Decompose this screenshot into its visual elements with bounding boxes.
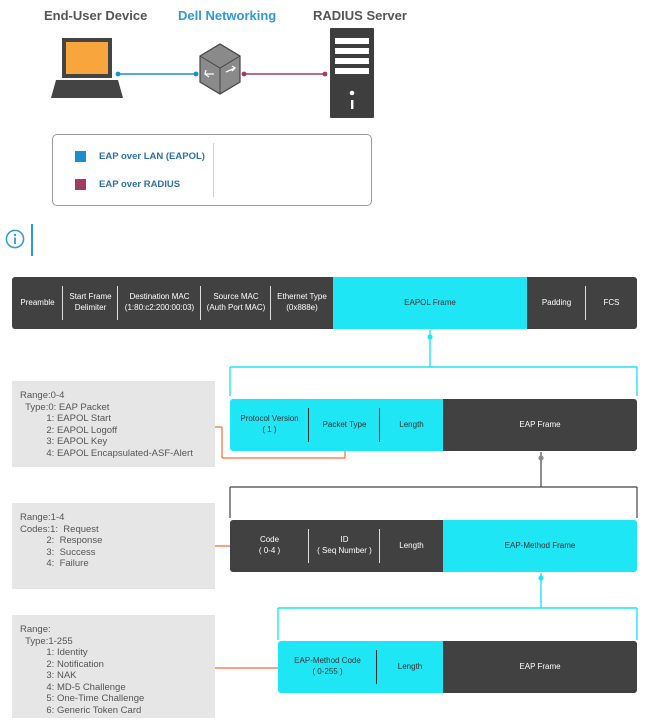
frame-field-padding: Padding: [527, 277, 586, 329]
eapol-swatch: [75, 151, 86, 162]
eap-id: ID ( Seq Number ): [309, 520, 380, 572]
legend-box: [52, 134, 372, 206]
eapol-packet-type: Packet Type: [309, 399, 380, 451]
packet-type-range-note: Range:0-4 Type:0: EAP Packet 1: EAPOL St…: [12, 381, 215, 467]
legend-eapol-label: EAP over LAN (EAPOL): [99, 151, 205, 162]
eap-method-frame: EAP-Method Frame: [443, 520, 637, 572]
eapol-length: Length: [380, 399, 443, 451]
radius-link-end: [241, 71, 247, 77]
dell-networking-label: Dell Networking: [178, 8, 277, 23]
eap-method-code: EAP-Method Code ( 0-255 ): [278, 641, 377, 693]
eap-method-length: Length: [377, 641, 443, 693]
ethernet-frame-bar: Preamble Start Frame Delimiter Destinati…: [12, 277, 637, 329]
frame-field-ethertype: Ethernet Type (0x888e): [271, 277, 333, 329]
server-icon: [330, 28, 374, 118]
eap-method-bar: EAP-Method Code ( 0-255 ) Length EAP Fra…: [278, 641, 637, 693]
info-icon[interactable]: [5, 229, 25, 249]
eap-code: Code ( 0-4 ): [230, 520, 309, 572]
frame-field-src-mac: Source MAC (Auth Port MAC): [201, 277, 271, 329]
eapol-frame-bar: Protocol Version ( 1 ) Packet Type Lengt…: [230, 399, 637, 451]
eapol-protocol-version: Protocol Version ( 1 ): [230, 399, 309, 451]
frame-field-sfd: Start Frame Delimiter: [63, 277, 118, 329]
frame-field-preamble: Preamble: [12, 277, 63, 329]
eapol-link-end: [193, 71, 199, 77]
frame-field-dest-mac: Destination MAC (1:80:c2:200:00:03): [118, 277, 201, 329]
legend-radius-label: EAP over RADIUS: [99, 179, 181, 190]
eap-length: Length: [380, 520, 443, 572]
radius-link-end: [322, 71, 328, 77]
eapol-link-end: [115, 71, 121, 77]
topology-diagram: [51, 28, 374, 118]
radius-server-label: RADIUS Server: [313, 8, 407, 23]
switch-icon: [199, 43, 241, 95]
eap-method-eap-frame: EAP Frame: [443, 641, 637, 693]
radius-swatch: [75, 179, 86, 190]
legend-divider: [213, 143, 214, 197]
info-divider: [31, 224, 33, 256]
code-range-note: Range:1-4 Codes:1: Request 2: Response 3…: [12, 503, 215, 589]
frame-field-eapol: EAPOL Frame: [333, 277, 527, 329]
end-user-device-label: End-User Device: [44, 8, 148, 23]
frame-field-fcs: FCS: [586, 277, 637, 329]
method-code-range-note: Range: Type:1-255 1: Identity 2: Notific…: [12, 615, 215, 718]
eapol-eap-frame: EAP Frame: [443, 399, 637, 451]
eap-frame-bar: Code ( 0-4 ) ID ( Seq Number ) Length EA…: [230, 520, 637, 572]
laptop-icon: [51, 38, 123, 98]
